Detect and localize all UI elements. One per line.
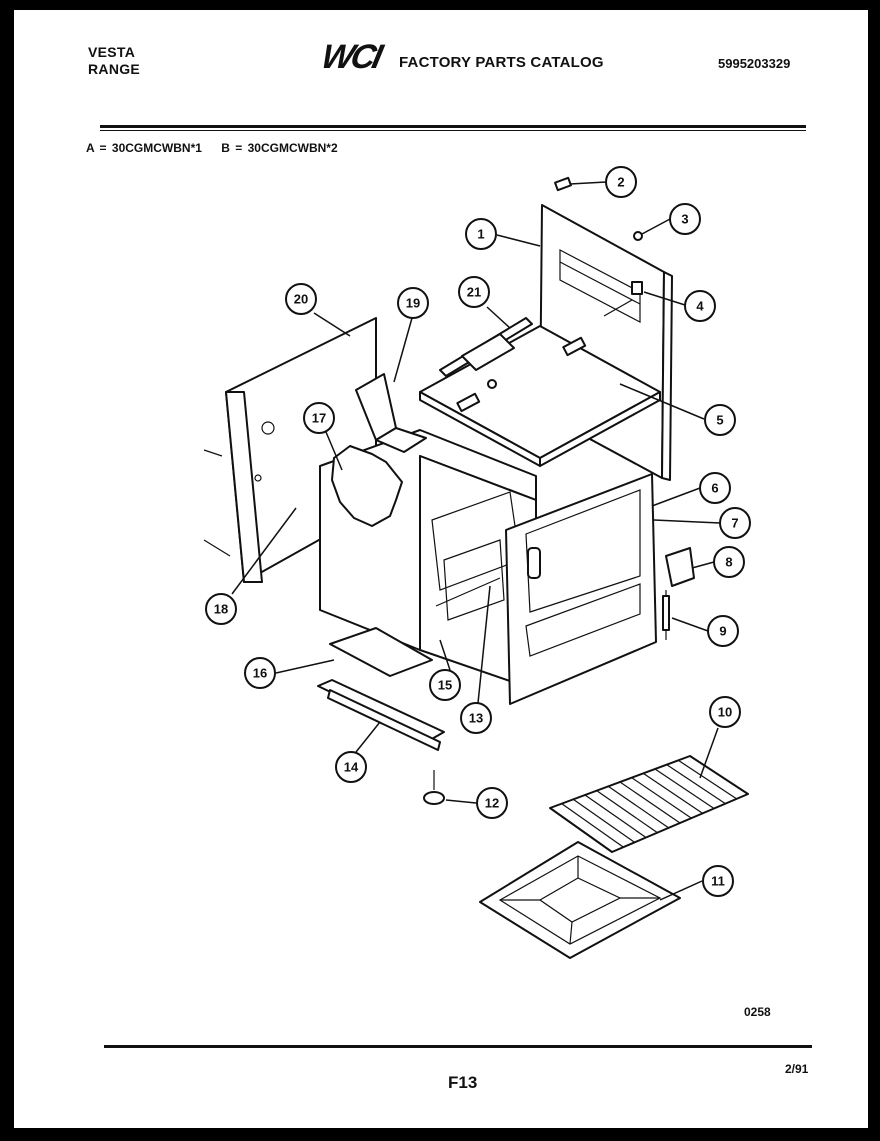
callout-18: 18 [205,593,237,625]
svg-text:10: 10 [718,705,732,720]
leveling-leg-part [423,770,445,805]
svg-text:5: 5 [716,413,723,428]
callout-16: 16 [244,657,276,689]
figure-code: 0258 [744,1005,771,1019]
callout-21: 21 [458,276,490,308]
header-rule [100,125,806,128]
oven-rack-part [549,755,749,853]
catalog-title: FACTORY PARTS CATALOG [399,54,604,71]
callout-8: 8 [713,546,745,578]
svg-text:11: 11 [711,874,725,889]
svg-text:13: 13 [469,711,483,726]
svg-text:19: 19 [406,296,420,311]
vent-duct-part [355,373,427,453]
callout-9: 9 [707,615,739,647]
callout-7: 7 [719,507,751,539]
kick-plate-part [317,679,445,751]
brand-name: VESTA [88,44,136,60]
svg-text:6: 6 [711,481,718,496]
callout-10: 10 [709,696,741,728]
rack-wire [654,768,715,809]
model-a: A = 30CGMCWBN*1 [86,141,202,155]
callout-17: 17 [303,402,335,434]
brand-block: VESTA RANGE [88,44,140,78]
svg-text:18: 18 [214,602,228,617]
callout-14: 14 [335,751,367,783]
svg-text:9: 9 [719,624,726,639]
header-rule-thin [100,130,806,131]
svg-text:1: 1 [477,227,484,242]
svg-text:12: 12 [485,796,499,811]
svg-text:14: 14 [344,760,359,775]
broiler-pan-part [479,841,681,959]
callout-20: 20 [285,283,317,315]
catalog-number: 5995203329 [718,56,791,71]
callout-15: 15 [429,669,461,701]
rack-wire [561,803,624,848]
svg-text:7: 7 [731,516,738,531]
rack-wire [607,785,670,829]
hinge-spring-parts [662,547,695,640]
callout-1: 1 [465,218,497,250]
leader-lines [231,181,721,901]
small-hardware-parts [554,176,643,317]
rack-wire [596,790,658,834]
callout-13: 13 [460,702,492,734]
revision-date: 2/91 [785,1062,809,1076]
svg-text:20: 20 [294,292,308,307]
footer-rule [104,1045,812,1048]
page-number: F13 [448,1073,478,1092]
callout-4: 4 [684,290,716,322]
svg-text:17: 17 [312,411,326,426]
top-panel-part [419,317,661,467]
svg-text:2: 2 [617,175,624,190]
callout-12: 12 [476,787,508,819]
model-list: A = 30CGMCWBN*1 B = 30CGMCWBN*2 [86,141,352,155]
callout-3: 3 [669,203,701,235]
front-frame-part [505,473,657,705]
svg-text:16: 16 [253,666,267,681]
callout-5: 5 [704,404,736,436]
bottom-panel-part [329,627,433,677]
rack-wire [666,764,726,805]
rack-wire [572,798,636,843]
rack-wire [642,772,704,814]
svg-text:15: 15 [438,678,452,693]
callout-19: 19 [397,287,429,319]
rack-wire [584,794,647,838]
rack-wire [619,781,681,824]
callout-11: 11 [702,865,734,897]
svg-text:21: 21 [467,285,481,300]
model-b: B = 30CGMCWBN*2 [221,141,338,155]
svg-text:3: 3 [681,212,688,227]
callout-2: 2 [605,166,637,198]
callout-6: 6 [699,472,731,504]
svg-text:4: 4 [696,299,704,314]
product-type: RANGE [88,61,141,77]
svg-text:8: 8 [725,555,732,570]
insulation-part [331,445,403,527]
rack-wire [678,759,737,800]
rack-wire [631,777,692,819]
